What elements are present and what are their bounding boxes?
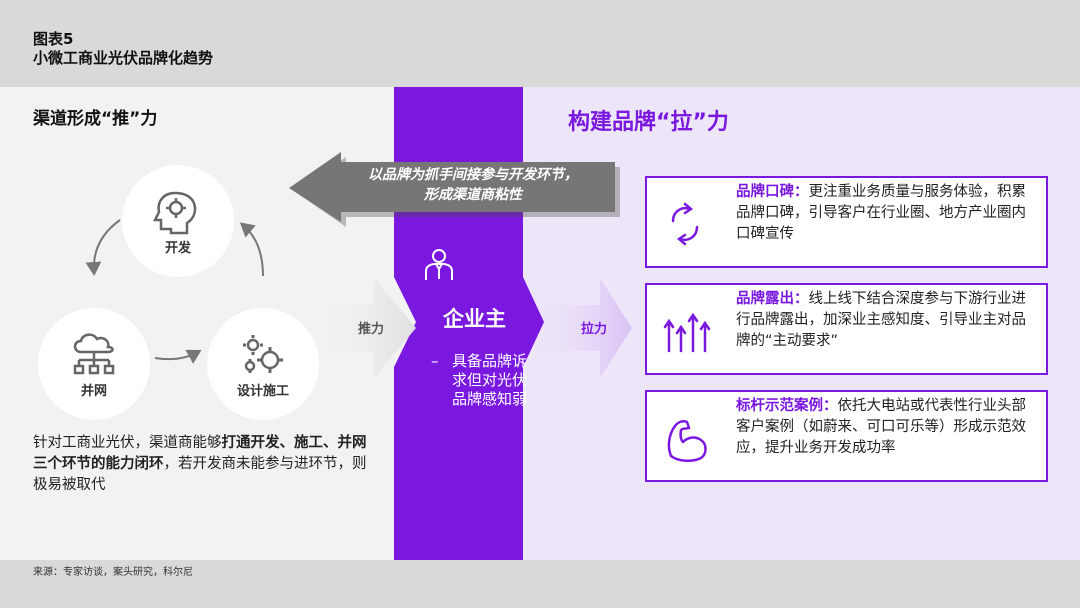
- arrows-up-icon: [663, 312, 711, 353]
- card-benchmark-cases-text: 标杆示范案例：依托大电站或代表性行业头部客户案例（如蔚来、可口可乐等）形成示范效…: [736, 398, 1026, 456]
- refresh-icon: [671, 202, 699, 246]
- big-left-arrow: [289, 152, 620, 227]
- figure-number: 图表5: [33, 30, 74, 48]
- business-owner-title: 企业主: [443, 307, 506, 331]
- business-owner-icon: [425, 249, 453, 280]
- push-arrow: [318, 278, 416, 378]
- pull-section-title: 构建品牌“拉”力: [568, 110, 729, 135]
- page-header: 图表5 小微工商业光伏品牌化趋势: [33, 30, 213, 68]
- develop-label: 开发: [164, 241, 191, 256]
- center-dash: –: [431, 352, 439, 370]
- pull-label: 拉力: [581, 322, 608, 337]
- big-arrow-text-line1: 以品牌为抓手间接参与开发环节，: [368, 167, 578, 183]
- push-section-title: 渠道形成“推”力: [33, 109, 158, 129]
- cycle-arrows: [85, 219, 264, 364]
- push-label: 推力: [358, 322, 385, 337]
- big-arrow-text-line2: 形成渠道商粘性: [424, 187, 522, 203]
- design-label: 设计施工: [236, 384, 289, 399]
- head-gear-icon: [153, 191, 197, 235]
- arrow-design-to-develop: [239, 222, 264, 277]
- grid-label: 并网: [80, 384, 107, 399]
- cloud-network-icon: [73, 333, 115, 375]
- push-description: 针对工商业光伏，渠道商能够打通开发、施工、并网三个环节的能力闭环，若开发商未能参…: [33, 435, 367, 493]
- card-word-of-mouth-text: 品牌口碑：更注重业务质量与服务体验，积累品牌口碑，引导客户在行业圈、地方产业圈内…: [736, 184, 1026, 242]
- design-node: 设计施工: [207, 308, 319, 420]
- page-title: 小微工商业光伏品牌化趋势: [33, 49, 214, 67]
- grid-node: 并网: [38, 308, 150, 420]
- pull-arrow: [530, 278, 632, 378]
- develop-node: 开发: [122, 165, 234, 277]
- muscle-arm-icon: [667, 419, 707, 462]
- card-benchmark-cases: 标杆示范案例：依托大电站或代表性行业头部客户案例（如蔚来、可口可乐等）形成示范效…: [645, 390, 1048, 482]
- card-brand-exposure-text: 品牌露出：线上线下结合深度参与下游行业进行品牌露出，加深业主感知度、引导业主对品…: [736, 291, 1026, 349]
- arrow-develop-to-grid: [85, 219, 121, 276]
- arrow-grid-to-design: [154, 349, 202, 364]
- card-brand-exposure: 品牌露出：线上线下结合深度参与下游行业进行品牌露出，加深业主感知度、引导业主对品…: [645, 283, 1048, 375]
- card-word-of-mouth: 品牌口碑：更注重业务质量与服务体验，积累品牌口碑，引导客户在行业圈、地方产业圈内…: [645, 176, 1048, 268]
- business-owner-desc: 具备品牌诉求但对光伏品牌感知弱: [452, 352, 528, 408]
- gears-icon: [243, 335, 283, 373]
- source-note: 来源：专家访谈，案头研究，科尔尼: [33, 567, 193, 578]
